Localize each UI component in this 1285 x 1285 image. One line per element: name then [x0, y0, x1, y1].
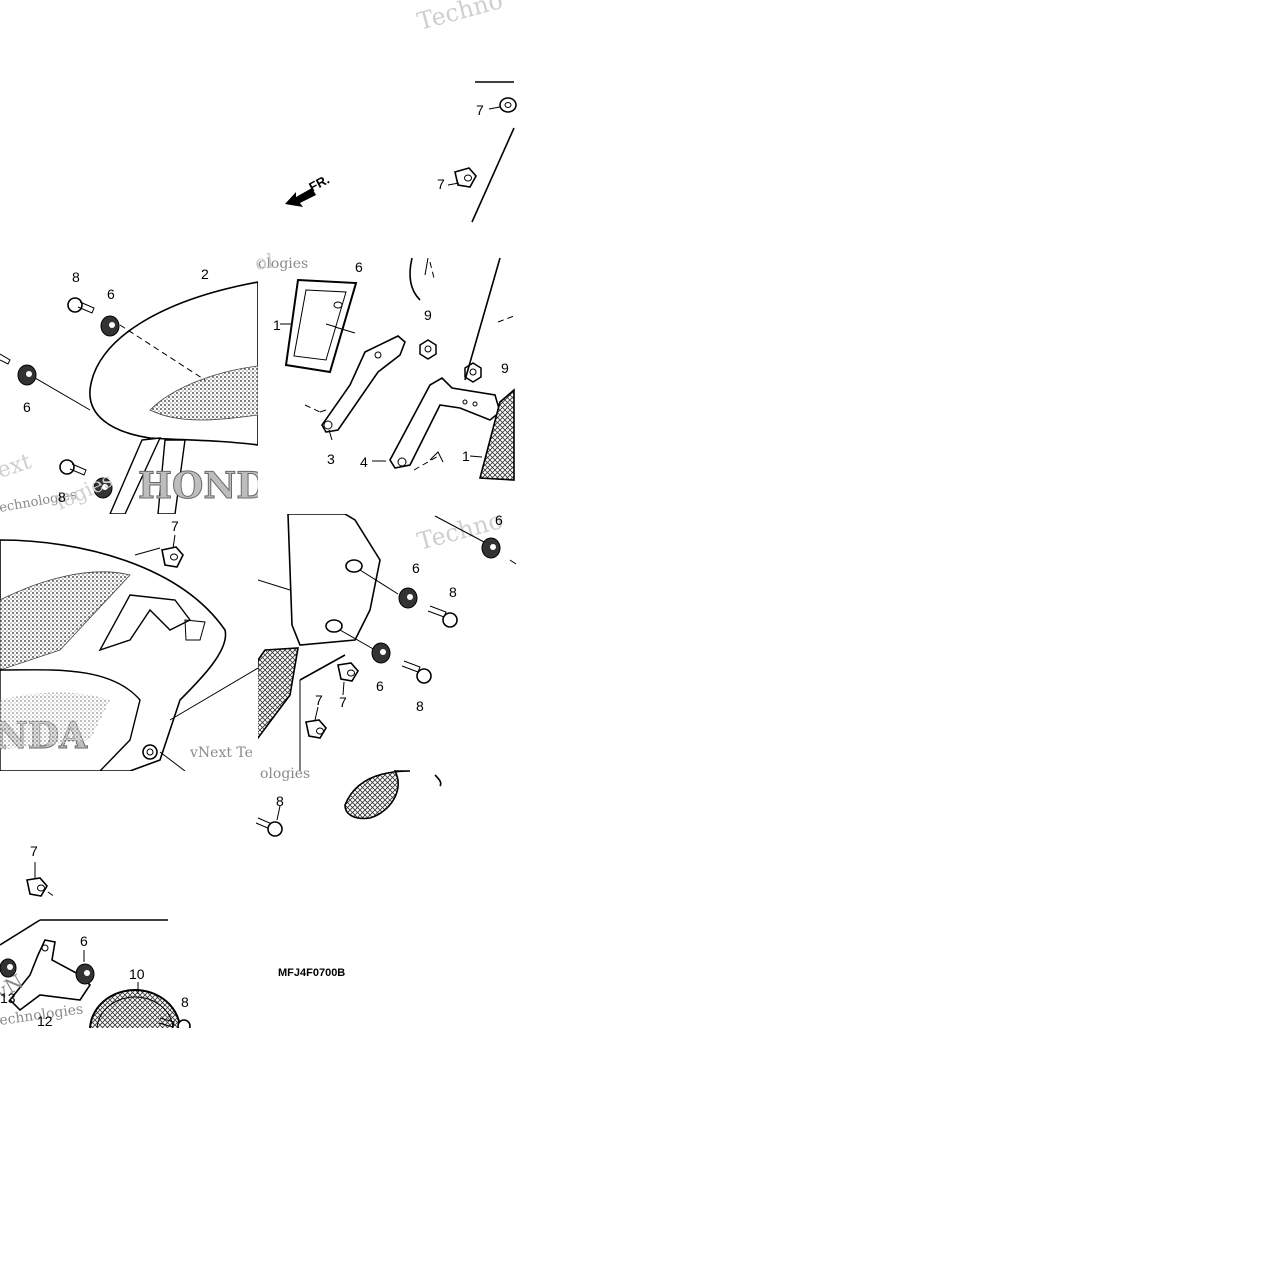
grommet-6b — [0, 353, 37, 386]
svg-text:HONDA: HONDA — [138, 465, 296, 507]
grommet-6c — [93, 477, 113, 499]
nut-9a — [419, 339, 437, 360]
callout-8: 8 — [181, 994, 189, 1010]
section-fork-cover: Techno vN — [258, 514, 506, 771]
nut-13 — [0, 958, 17, 978]
callout-2: 2 — [201, 266, 209, 282]
clip-part-7c — [161, 546, 184, 568]
grommet-6e — [371, 642, 391, 664]
clip-part-7e — [305, 719, 327, 739]
watermark-fragment: ologies — [260, 766, 310, 782]
svg-text:ext: ext — [0, 449, 35, 483]
callout-8: 8 — [276, 793, 284, 809]
section-fender-bottom: NDA vNext Te — [0, 534, 258, 771]
callout-8: 8 — [416, 698, 424, 714]
callout-8: 8 — [72, 269, 80, 285]
clip-part-7d — [337, 662, 359, 682]
bolt-8c — [427, 605, 458, 628]
reflector-5 — [258, 647, 299, 740]
callout-6: 6 — [23, 399, 31, 415]
callout-7: 7 — [171, 518, 179, 534]
bolt-8b — [59, 459, 87, 476]
callout-3: 3 — [327, 451, 335, 467]
callout-6: 6 — [80, 933, 88, 949]
front-direction-arrow — [285, 188, 316, 207]
callout-13: 13 — [0, 990, 16, 1006]
section-reflector-brackets: ologies — [258, 256, 515, 481]
callout-10: 10 — [129, 966, 145, 982]
bolt-8f — [255, 805, 283, 837]
callout-6: 6 — [376, 678, 384, 694]
callout-7: 7 — [476, 102, 484, 118]
callout-6: 6 — [412, 560, 420, 576]
callout-7: 7 — [339, 694, 347, 710]
bolt-8d — [401, 660, 432, 684]
grommet-6f — [434, 515, 517, 565]
callout-7: 7 — [315, 692, 323, 708]
watermark-fragment: Techno — [414, 0, 505, 36]
watermark-fragment: vNext Te — [189, 745, 253, 761]
callout-6: 6 — [355, 259, 363, 275]
callout-8: 8 — [449, 584, 457, 600]
watermark-fragment: ologies — [258, 256, 308, 272]
reflector-11 — [344, 770, 442, 820]
callout-1: 1 — [462, 448, 470, 464]
callout-7: 7 — [30, 843, 38, 859]
callout-12: 12 — [37, 1013, 53, 1029]
callout-8: 8 — [58, 489, 66, 505]
callout-9: 9 — [501, 360, 509, 376]
diagram-code: MFJ4F0700B — [278, 967, 345, 979]
svg-text:ol: ol — [253, 249, 275, 275]
clip-part-7a — [488, 97, 517, 113]
clip-part-7b — [447, 167, 477, 188]
callout-6: 6 — [107, 286, 115, 302]
bracket-4 — [389, 376, 501, 469]
top-section — [285, 81, 517, 223]
bracket-3 — [321, 335, 406, 433]
section-fender-top: HONDA ext echnologies — [0, 281, 296, 514]
callout-7: 7 — [437, 176, 445, 192]
callout-4: 4 — [360, 454, 368, 470]
bracket-12 — [8, 939, 92, 1012]
bolt-8e — [158, 1017, 191, 1028]
grommet-6d — [398, 587, 418, 609]
bolt-8a — [67, 297, 95, 314]
reflector-1b — [478, 388, 515, 481]
callout-1: 1 — [273, 317, 281, 333]
grommet-6g — [75, 963, 95, 985]
grommet-6a — [100, 315, 120, 337]
section-rear-reflector: echnologies vN — [0, 862, 191, 1028]
reflector-1a — [284, 278, 358, 374]
callout-labels: 7 7 8 6 2 6 8 6 7 6 1 9 9 3 4 1 6 6 8 6 … — [0, 102, 509, 1029]
callout-9: 9 — [424, 307, 432, 323]
clip-part-7f — [26, 877, 48, 897]
reflector-10 — [89, 989, 181, 1028]
callout-6: 6 — [495, 512, 503, 528]
